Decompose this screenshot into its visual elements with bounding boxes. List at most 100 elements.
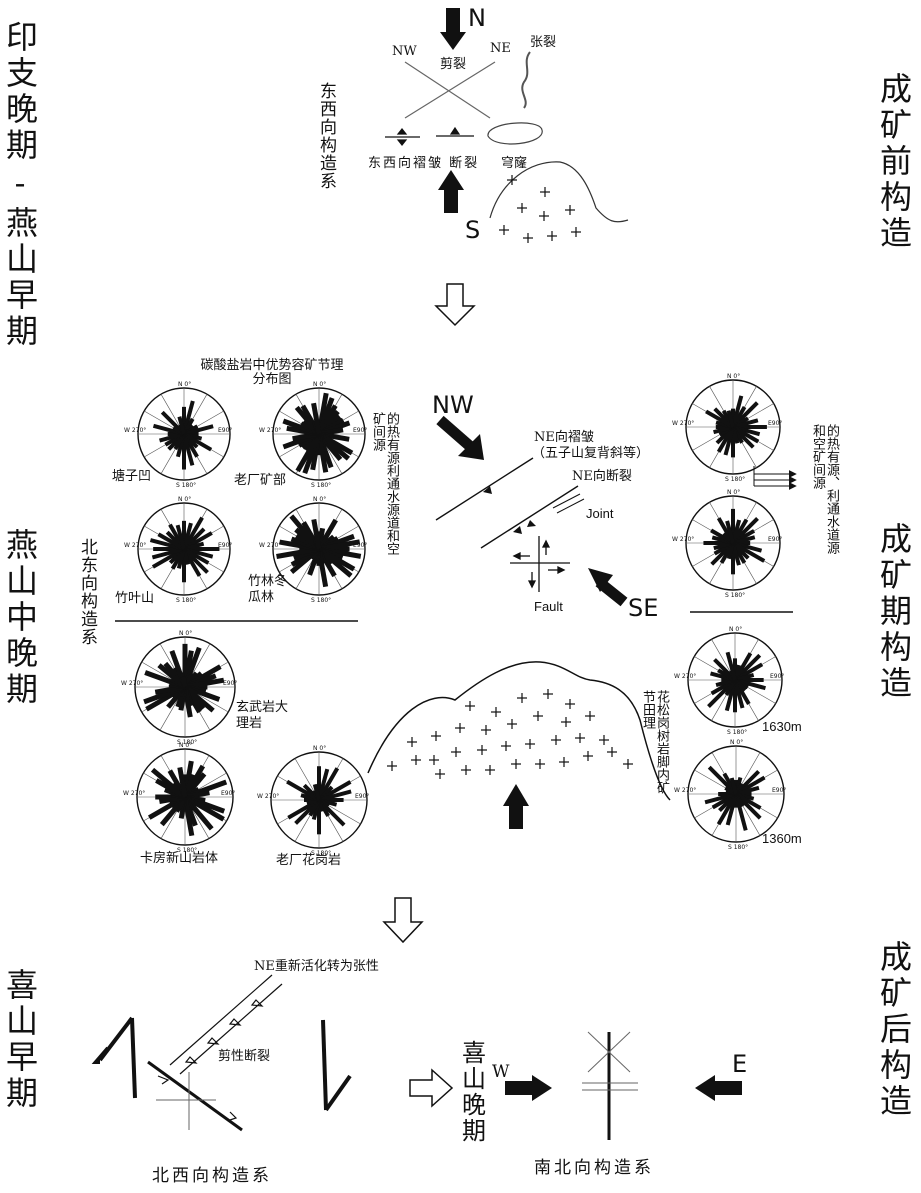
rose-w-tick: W 270° — [259, 427, 281, 434]
rose-s-tick: S 180° — [725, 592, 745, 599]
dome-outline — [487, 122, 543, 145]
period-left-bot: 喜山早期 — [1, 968, 39, 1112]
ne-reactivate-label: NE重新活化转为张性 — [254, 959, 379, 974]
shear-fault-cross — [147, 1060, 243, 1132]
rose-s-tick: S 180° — [311, 597, 331, 604]
granite-cross — [507, 175, 517, 185]
granite-cross — [499, 225, 509, 235]
rose-e-tick: E90° — [221, 790, 235, 797]
rose-w-tick: W 270° — [124, 542, 146, 549]
stage-arrow-3 — [409, 1068, 454, 1108]
south-label: S — [465, 216, 481, 244]
rose-diagram: N 0°S 180°E90°W 270° — [672, 373, 782, 483]
fault-barb-2 — [527, 520, 536, 527]
granite-cross — [523, 233, 533, 243]
late-himalayan-label: 喜山晚期 — [462, 1039, 486, 1145]
stage-arrow-1 — [434, 283, 476, 327]
granite-cross — [517, 693, 527, 703]
north-label: N — [468, 4, 486, 32]
granite-cross — [551, 735, 561, 745]
rose-n-tick: N 0° — [730, 739, 743, 746]
granite-cross — [623, 759, 633, 769]
granite-cross — [535, 759, 545, 769]
rose-s-tick: S 180° — [177, 847, 197, 854]
nw-compression-arrow — [436, 415, 484, 460]
granite-hill-outline — [367, 661, 671, 801]
rose-e-tick: E90° — [770, 673, 784, 680]
granite-cross — [407, 737, 417, 747]
rose-label-zhuyeshan: 竹叶山 — [115, 591, 155, 606]
rose-diagram: N 0°S 180°E90°W 270° — [257, 745, 369, 857]
period-left-top: 印支晚期-燕山早期 — [1, 20, 39, 350]
ne-fold-line — [435, 457, 534, 521]
rose-label-laochang: 老厂矿部 — [234, 473, 287, 488]
ne-tension-belt — [169, 974, 283, 1075]
granite-cross — [583, 751, 593, 761]
rose-e-tick: E90° — [218, 427, 232, 434]
granite-cross — [387, 761, 397, 771]
south-arrow — [438, 170, 464, 213]
heat-source-right: 的热有源、利通水道源和空矿间源 — [810, 424, 839, 554]
rose-diagram: N 0°S 180°E90°W 270° — [259, 496, 367, 604]
granite-cross — [565, 205, 575, 215]
rose-e-tick: E90° — [353, 542, 367, 549]
joint-label: Joint — [586, 506, 614, 521]
rose-s-tick: S 180° — [725, 476, 745, 483]
stage-right-bot: 成矿后构造 — [875, 940, 913, 1120]
rose-n-tick: N 0° — [178, 496, 191, 503]
rose-n-tick: N 0° — [727, 373, 740, 380]
rose-n-tick: N 0° — [179, 742, 192, 749]
rose-diagram: N 0°S 180°E90°W 270° — [124, 496, 232, 604]
granite-cross — [540, 187, 550, 197]
rose-w-tick: W 270° — [674, 787, 696, 794]
right-rose-connectors — [753, 466, 797, 490]
rose-w-tick: W 270° — [257, 793, 279, 800]
rose-diagram: N 0°S 180°E90°W 270° — [674, 626, 784, 736]
granite-cross — [533, 711, 543, 721]
rose-e-tick: E90° — [353, 427, 367, 434]
rose-label-zhulin: 竹林冬瓜林 — [248, 574, 288, 605]
shear-label: 剪裂 — [440, 57, 467, 72]
rose-diagram: N 0°S 180°E90°W 270° — [121, 630, 237, 746]
granite-cross — [571, 227, 581, 237]
rose-w-tick: W 270° — [124, 427, 146, 434]
ne-fold-label: NE向褶皱 — [534, 430, 594, 445]
rose-diagram: N 0°S 180°E90°W 270° — [124, 381, 232, 489]
granite-cross — [565, 699, 575, 709]
rose-e-tick: E90° — [772, 787, 786, 794]
granite-cross — [511, 759, 521, 769]
rose-e-tick: E90° — [223, 680, 237, 687]
granite-cross — [429, 755, 439, 765]
granite-joint-label: 花松岗树岩脚内矿节田理 — [640, 690, 669, 794]
e-compression-arrow — [695, 1075, 742, 1101]
w-compression-arrow — [505, 1075, 552, 1101]
right-sinistral-mark — [321, 1019, 352, 1112]
elevation-1630: 1630m — [762, 719, 802, 734]
rose-w-tick: W 270° — [672, 536, 694, 543]
granite-cross — [501, 741, 511, 751]
dome-label: 穹窿 — [501, 156, 528, 171]
granite-cross — [411, 755, 421, 765]
granite-cross — [543, 689, 553, 699]
ne-system-label: 北东向构造系 — [77, 538, 97, 646]
tension-crack — [521, 51, 531, 109]
se-compression-arrow — [588, 568, 628, 607]
granite-cross — [431, 731, 441, 741]
rose-diagram: N 0°S 180°E90°W 270° — [674, 739, 786, 851]
granite-cross — [561, 717, 571, 727]
granite-cross — [507, 719, 517, 729]
fold-fault-label: 东西向褶皱 断裂 — [368, 156, 480, 171]
rose-diagram: N 0°S 180°E90°W 270° — [123, 742, 235, 854]
rose-diagram: N 0°S 180°E90°W 270° — [259, 381, 367, 489]
pluton-crosses — [499, 175, 581, 243]
granite-cross — [585, 711, 595, 721]
rose-label-basalt: 玄武岩大理岩 — [236, 700, 289, 731]
shear-fault-label: 剪性断裂 — [218, 1049, 271, 1064]
stage-right-mid: 成矿期构造 — [875, 522, 913, 702]
rose-w-tick: W 270° — [259, 542, 281, 549]
heat-source-left: 的热有源利通水源道和空矿间源 — [370, 412, 399, 555]
ns-structure — [582, 1031, 638, 1140]
granite-cross — [539, 211, 549, 221]
